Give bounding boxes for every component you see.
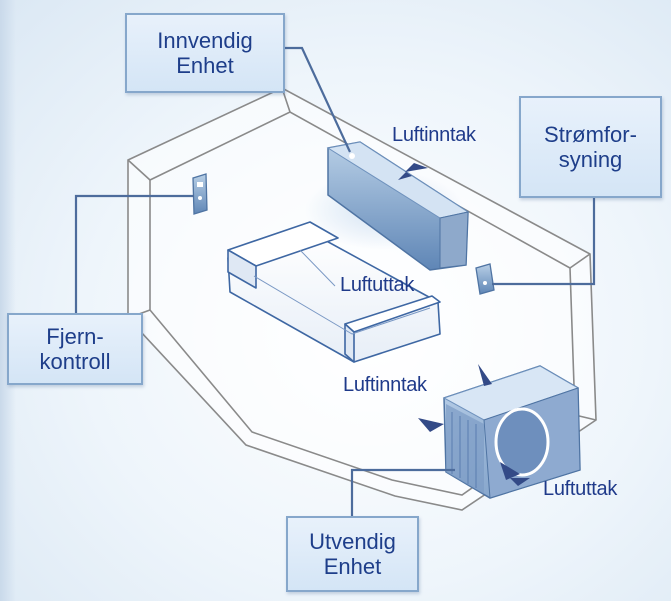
indoor-intake-arrow: [398, 163, 428, 180]
label-remote-control-line-1: Fjern-: [46, 324, 104, 349]
leader-power-supply: [492, 196, 596, 286]
label-outdoor-unit-line-2: Enhet: [323, 554, 382, 579]
airflow-label-outdoor-intake: Luftinntak: [343, 374, 427, 396]
leader-lines: [74, 46, 596, 516]
label-remote-control: Fjern- kontroll: [7, 313, 143, 385]
remote-control-illustration: [192, 173, 208, 215]
sofa-illustration: [227, 221, 441, 363]
leader-remote-control: [74, 194, 194, 318]
edge-shadow: [0, 0, 16, 601]
power-socket-illustration: [475, 263, 495, 295]
airflow-arrows: [398, 163, 530, 486]
label-outdoor-unit-line-1: Utvendig: [309, 529, 396, 554]
label-power-supply-line-2: syning: [558, 147, 623, 172]
outdoor-intake-arrow-top: [478, 364, 492, 386]
airflow-label-outdoor-outlet: Luftuttak: [543, 478, 618, 500]
outdoor-outlet-arrow-2: [510, 478, 530, 486]
label-power-supply: Strømfor- syning: [519, 96, 662, 198]
leader-outdoor-unit: [350, 468, 455, 516]
label-indoor-unit: Innvendig Enhet: [125, 13, 285, 93]
label-remote-control-line-2: kontroll: [39, 349, 111, 374]
label-power-supply-line-1: Strømfor-: [544, 122, 637, 147]
label-outdoor-unit: Utvendig Enhet: [286, 516, 419, 592]
airflow-label-indoor-intake: Luftinntak: [392, 124, 476, 146]
room-corner-line: [127, 159, 151, 181]
outdoor-unit-illustration: [442, 365, 581, 499]
outdoor-outlet-arrow: [500, 462, 520, 480]
room-corner-line: [569, 253, 591, 269]
label-indoor-unit-line-1: Innvendig: [157, 28, 253, 53]
airflow-label-indoor-outlet: Luftuttak: [340, 274, 415, 296]
leader-indoor-unit: [285, 46, 351, 153]
label-indoor-unit-line-2: Enhet: [176, 53, 234, 78]
outdoor-intake-arrow-left: [418, 418, 444, 432]
